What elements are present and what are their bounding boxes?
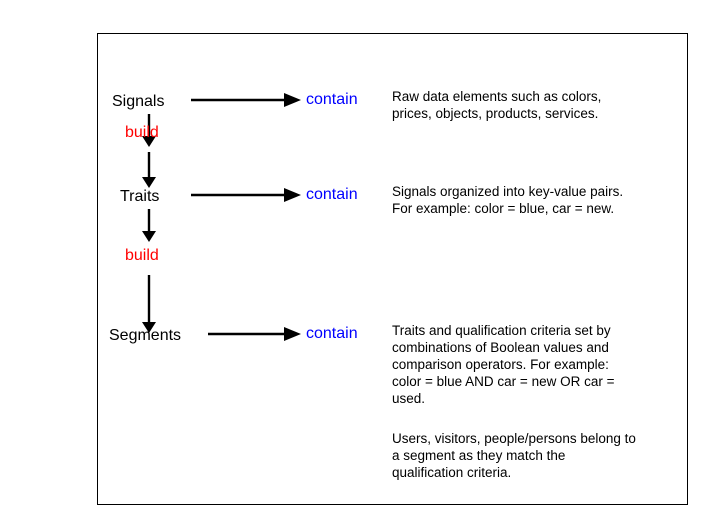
edge-label-build-2: build (125, 247, 159, 264)
arrow-segments-to-contain (208, 327, 301, 341)
description-segments: Traits and qualification criteria set by… (392, 323, 615, 406)
arrow-signals-to-contain (191, 93, 301, 107)
description-segments-note: Users, visitors, people/persons belong t… (392, 431, 636, 480)
edge-label-contain-segments: contain (306, 325, 358, 342)
description-traits: Signals organized into key-value pairs. … (392, 184, 624, 216)
description-signals: Raw data elements such as colors, prices… (392, 89, 602, 121)
arrow-build2-down (142, 275, 156, 333)
arrow-traits-to-contain (191, 188, 301, 202)
edge-label-contain-signals: contain (306, 91, 358, 108)
arrow-signals-down (142, 114, 156, 147)
diagram-frame: Signals contain Raw data elements such a… (97, 33, 688, 505)
node-traits: Traits (120, 188, 160, 205)
edge-label-build-1: build (125, 124, 159, 141)
edge-label-contain-traits: contain (306, 186, 358, 203)
node-signals: Signals (112, 93, 165, 110)
arrow-build1-down (142, 152, 156, 188)
node-segments: Segments (109, 327, 182, 344)
arrow-traits-down (142, 209, 156, 242)
